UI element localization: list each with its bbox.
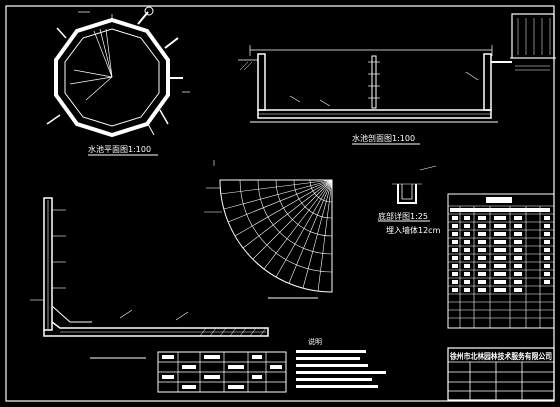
company-name: 徐州市北林园林技术服务有限公司: [449, 351, 552, 361]
sheet-border: [5, 5, 555, 402]
tank-plan-title: 水池平面图1:100: [88, 144, 151, 154]
bottom-legend-fill: [162, 355, 282, 389]
material-schedule-fill: [450, 197, 550, 292]
title-block: [447, 347, 555, 401]
notes-heading: 说明: [308, 337, 322, 346]
pipe-detail: [392, 165, 437, 204]
wall-section: [30, 197, 269, 337]
reinforcement-fan: [204, 160, 333, 293]
pipe-detail-note: 埋入墙体12cm: [386, 225, 441, 235]
material-schedule: [447, 193, 555, 329]
bottom-legend-table: [157, 351, 287, 393]
tank-section-title: 水池剖面图1:100: [352, 133, 415, 143]
pipe-detail-title: 底部详图1:25: [378, 211, 428, 221]
tank-plan-view: [46, 6, 190, 138]
tank-section-view: [238, 13, 556, 123]
notes-lines: [296, 350, 386, 388]
